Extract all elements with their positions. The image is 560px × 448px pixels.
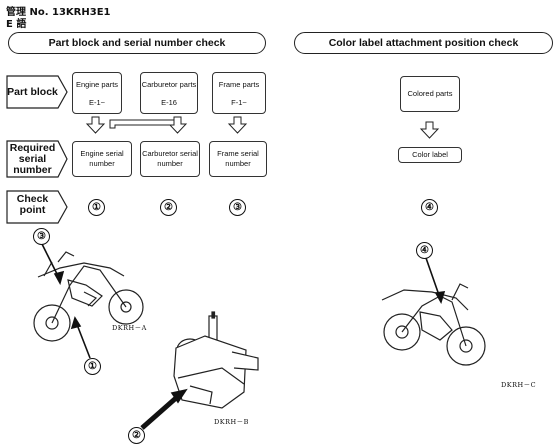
leader-1-head [70, 316, 82, 330]
check-point-tag [6, 190, 68, 224]
section-title-part-block: Part block and serial number check [8, 32, 266, 54]
check-point-4: ④ [421, 199, 438, 216]
colored-parts-box: Colored parts [400, 76, 460, 112]
carburetor-parts-box: Carburetor parts E-16 [140, 72, 198, 114]
callout-4: ④ [416, 242, 433, 259]
callout-2: ② [128, 427, 145, 444]
engine-parts-box: Engine parts E-1~ [72, 72, 122, 114]
arrow-color [419, 121, 440, 139]
language-label: E 語 [6, 19, 27, 30]
caption-c: DKRH－C [501, 381, 537, 389]
arrow-engine [85, 116, 106, 134]
check-point-3: ③ [229, 199, 246, 216]
leader-2 [140, 396, 178, 430]
carburetor-serial-line1: Carburetor serial [142, 149, 198, 158]
carburetor-serial-line2: number [157, 159, 183, 168]
engine-serial-line1: Engine serial [80, 149, 124, 158]
document-number: 管理 No. 13KRH3E1 [6, 7, 111, 18]
carburetor-parts-label: Carburetor parts [141, 80, 197, 89]
row-label-required-serial: Required serial number [7, 143, 58, 176]
part-block-tag [6, 75, 68, 109]
caption-a: DKRH－A [112, 324, 147, 332]
carburetor-parts-code: E-16 [161, 98, 177, 107]
check-point-1: ① [88, 199, 105, 216]
engine-parts-label: Engine parts [75, 80, 119, 89]
carburetor-serial-box: Carburetor serial number [140, 141, 200, 177]
leader-3-head [53, 270, 65, 286]
row-label-check-point-line1: Check [16, 193, 49, 205]
frame-parts-label: Frame parts [218, 80, 260, 89]
engine-serial-box: Engine serial number [72, 141, 132, 177]
callout-1: ① [84, 358, 101, 375]
row-label-check-point: Check point [7, 194, 58, 216]
row-label-required-serial-line3: number [13, 164, 52, 176]
frame-serial-box: Frame serial number [209, 141, 267, 177]
caption-b: DKRH－B [214, 418, 249, 426]
engine-parts-code: E-1~ [88, 98, 106, 107]
required-serial-tag [6, 140, 68, 178]
motorcycle-a-drawing [33, 251, 144, 342]
row-label-part-block: Part block [7, 86, 58, 98]
leader-4 [425, 257, 441, 299]
color-label-box: Color label [398, 147, 462, 163]
leader-1 [75, 321, 91, 359]
row-label-check-point-line2: point [19, 204, 46, 216]
arrow-frame [227, 116, 248, 134]
frame-serial-line2: number [225, 159, 251, 168]
leader-2-head [170, 388, 188, 404]
check-point-2: ② [160, 199, 177, 216]
engine-serial-line2: number [89, 159, 115, 168]
frame-parts-code: F-1~ [231, 98, 247, 107]
frame-parts-box: Frame parts F-1~ [212, 72, 266, 114]
motorcycle-c-drawing [381, 283, 486, 366]
row-label-required-serial-line1: Required [9, 142, 56, 154]
arrow-connector [109, 119, 175, 129]
carburetor-drawing [173, 311, 259, 409]
callout-3: ③ [33, 228, 50, 245]
frame-serial-line1: Frame serial [217, 149, 259, 158]
row-label-required-serial-line2: serial [18, 153, 47, 165]
leader-4-head [434, 291, 446, 305]
section-title-color-label: Color label attachment position check [294, 32, 553, 54]
